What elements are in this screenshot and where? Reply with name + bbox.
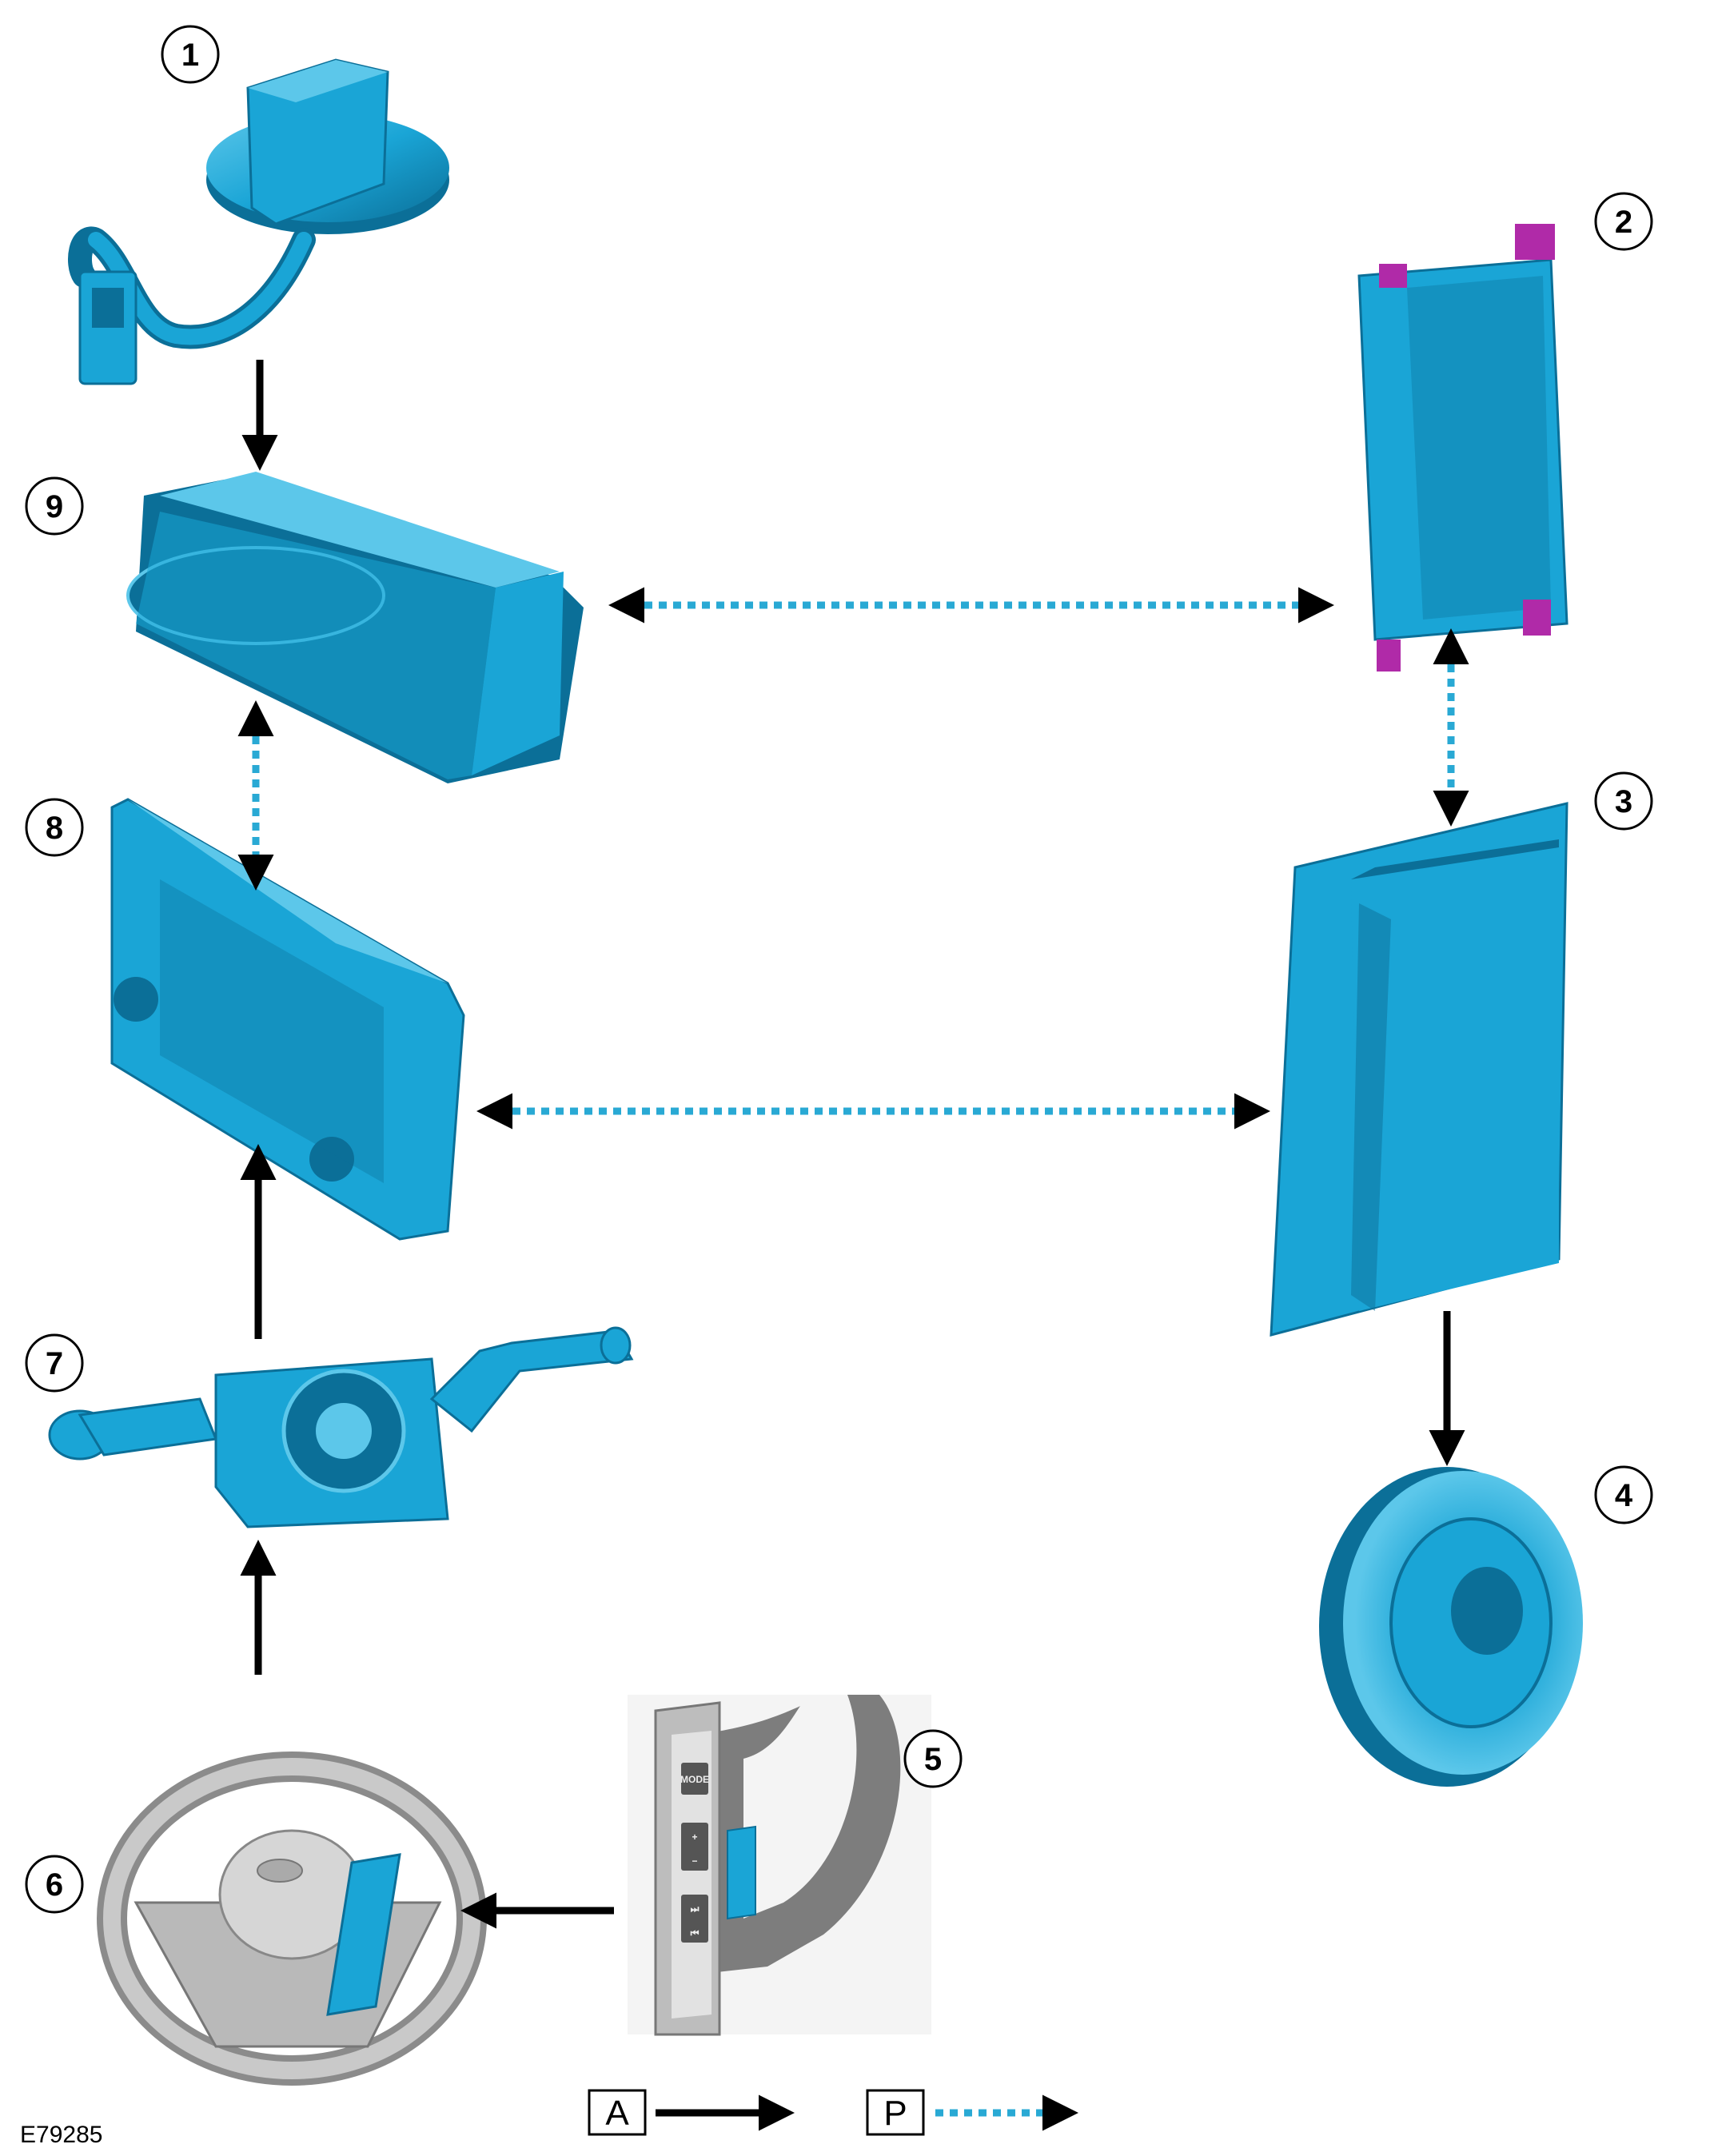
- figure-id: E79285: [20, 2122, 102, 2148]
- antenna-component: [68, 58, 449, 385]
- steering-wheel-component: [97, 1752, 487, 2086]
- legend-analog: A: [588, 2089, 795, 2136]
- svg-text:2: 2: [1615, 205, 1632, 240]
- svg-text:9: 9: [46, 489, 63, 524]
- callout-8: 8: [25, 798, 84, 857]
- legend-protocol: P: [866, 2089, 1078, 2136]
- prev-track-label: ⏮: [691, 1927, 700, 1939]
- svg-text:8: 8: [46, 811, 63, 846]
- vol-up-label: +: [692, 1831, 697, 1843]
- legend-analog-label: A: [605, 2094, 629, 2133]
- callout-4: 4: [1594, 1465, 1653, 1524]
- speaker-component: [1319, 1467, 1583, 1787]
- switch-pack-inset: MODE + − ⏭ ⏮: [628, 1695, 931, 2036]
- callout-1: 1: [161, 25, 220, 84]
- callout-5: 5: [903, 1729, 963, 1788]
- svg-text:5: 5: [924, 1742, 942, 1777]
- audio-unit-component: [126, 472, 584, 783]
- legend-protocol-label: P: [883, 2094, 907, 2133]
- module-2-component: [1357, 224, 1568, 672]
- svg-text:4: 4: [1615, 1478, 1633, 1513]
- mode-button-label: MODE: [680, 1774, 709, 1785]
- callout-6: 6: [25, 1855, 84, 1914]
- callout-2: 2: [1594, 192, 1653, 251]
- connection-arrows: [237, 360, 1469, 1929]
- column-switch-component: [48, 1326, 634, 1528]
- callout-3: 3: [1594, 771, 1653, 831]
- control-panel-component: [110, 798, 465, 1241]
- svg-text:3: 3: [1615, 784, 1632, 819]
- next-track-label: ⏭: [691, 1903, 700, 1915]
- callout-7: 7: [25, 1333, 84, 1393]
- vol-down-label: −: [692, 1855, 697, 1867]
- legend: A P: [588, 2089, 1078, 2136]
- amplifier-component: [1270, 802, 1568, 1337]
- svg-text:1: 1: [181, 38, 199, 73]
- svg-text:7: 7: [46, 1346, 63, 1381]
- callout-9: 9: [25, 476, 84, 536]
- svg-text:6: 6: [46, 1867, 63, 1903]
